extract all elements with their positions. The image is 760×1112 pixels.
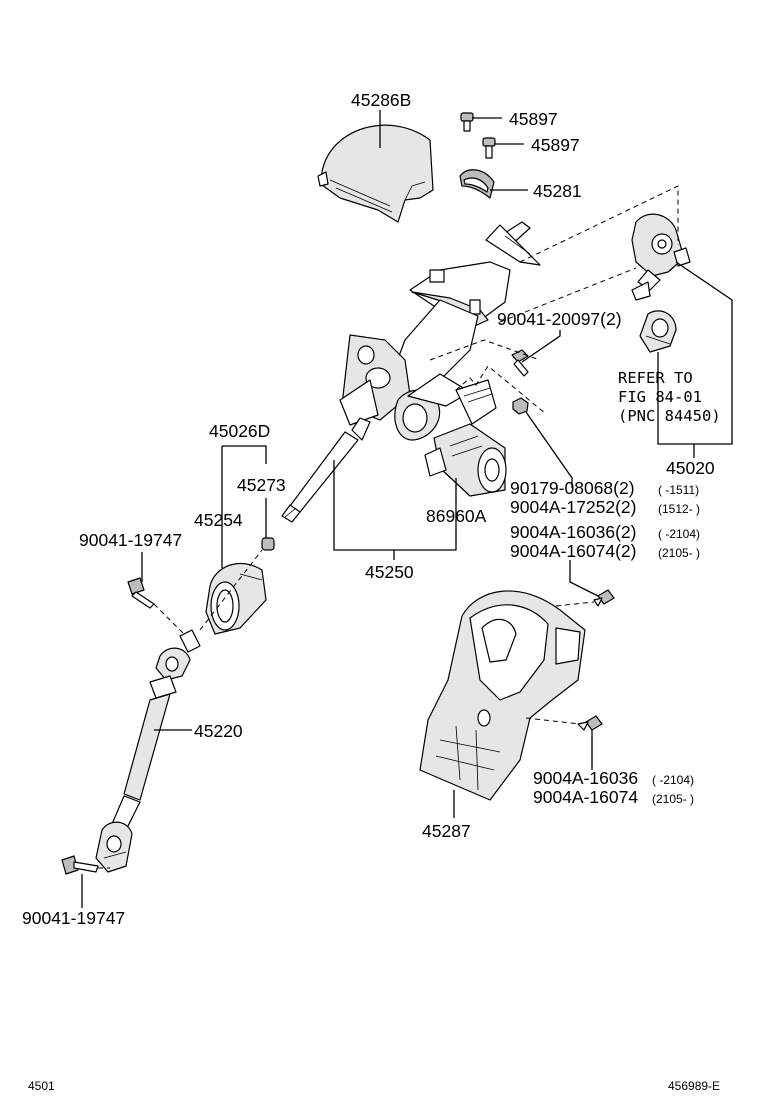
column-hole-cover-drawing [205, 562, 267, 635]
label-9004A-16036-2-range: ( -2104) [658, 527, 700, 541]
label-9004A-17252-range: (1512- ) [658, 502, 700, 516]
column-upper-shaft-drawing [485, 221, 541, 266]
lower-column-cover-drawing [419, 590, 586, 801]
screw-45897-lower-drawing [482, 137, 496, 159]
label-9004A-17252: 9004A-17252(2) [510, 497, 636, 517]
footer-page-code: 4501 [28, 1079, 55, 1093]
screw-45897-upper-drawing [460, 112, 474, 132]
label-9004A-16036-2: 9004A-16036(2) [510, 522, 636, 542]
label-45220: 45220 [194, 721, 243, 741]
label-45250: 45250 [365, 562, 414, 582]
intermediate-shaft-drawing [95, 629, 201, 873]
bolt-9004A-upper-drawing [593, 589, 615, 607]
eps-motor-drawing [424, 423, 507, 497]
label-45020: 45020 [666, 458, 715, 478]
label-86960A: 86960A [426, 506, 487, 526]
label-90041-19747-lower: 90041-19747 [22, 908, 125, 928]
label-45281: 45281 [533, 181, 582, 201]
label-45286B: 45286B [351, 90, 411, 110]
clip-45273-drawing [261, 537, 275, 551]
label-9004A-16074: 9004A-16074 [533, 787, 638, 807]
upper-column-cover-drawing [317, 124, 434, 223]
footer-figure-id: 456989-E [668, 1079, 720, 1093]
label-45287: 45287 [422, 821, 471, 841]
label-90041-19747-upper: 90041-19747 [79, 530, 182, 550]
label-9004A-16074-range: (2105- ) [652, 792, 694, 806]
bolt-9004A-lower-drawing [577, 715, 603, 731]
label-45897-upper: 45897 [509, 109, 558, 129]
label-90041-20097: 90041-20097(2) [497, 309, 622, 329]
leader-lines [81, 110, 733, 908]
dashed-assembly-lines [98, 185, 679, 869]
label-45273: 45273 [237, 475, 286, 495]
label-9004A-16074-2: 9004A-16074(2) [510, 541, 636, 561]
label-45026D: 45026D [209, 421, 270, 441]
steering-column-assembly-drawing [281, 261, 511, 523]
bolt-90041-19747-upper-drawing [127, 577, 155, 609]
label-fig-ref: FIG 84-01 [618, 388, 702, 406]
label-9004A-16074-2-range: (2105- ) [658, 546, 700, 560]
label-90179-08068: 90179-08068(2) [510, 478, 635, 498]
bolt-90041-20097-drawing [511, 349, 529, 377]
label-refer-to: REFER TO [618, 369, 693, 387]
bolt-90041-19747-lower-drawing [61, 855, 99, 875]
label-90179-08068-range: ( -1511) [658, 483, 699, 497]
steering-lock-assembly-drawing [631, 213, 691, 353]
nut-90179-drawing [512, 397, 529, 415]
label-9004A-16036: 9004A-16036 [533, 768, 638, 788]
label-pnc-ref: (PNC 84450) [618, 407, 721, 425]
label-45254: 45254 [194, 510, 243, 530]
column-spacer-drawing [459, 169, 495, 199]
label-9004A-16036-range: ( -2104) [652, 773, 694, 787]
label-45897-lower: 45897 [531, 135, 580, 155]
